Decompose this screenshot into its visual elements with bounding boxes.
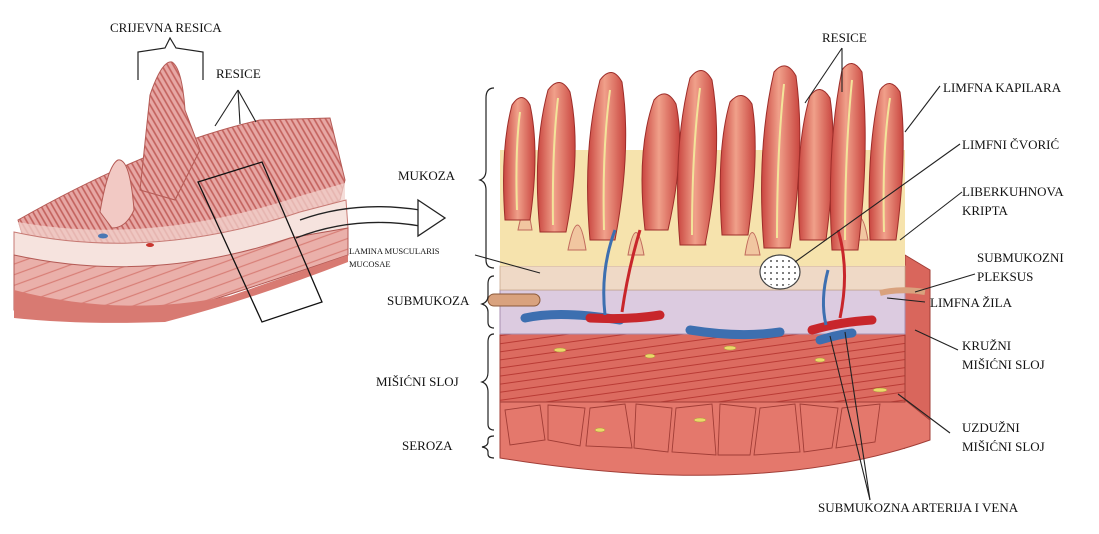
label-limfni-cvoric: LIMFNI ČVORIĆ: [962, 137, 1059, 152]
label-kruzni-line1: KRUŽNI: [962, 338, 1011, 353]
label-submukozni-line1: SUBMUKOZNI: [977, 250, 1064, 265]
label-liberkuhnova-line1: LIBERKUHNOVA: [962, 184, 1064, 199]
left-intestine-section: [14, 62, 348, 323]
label-crijevna-resica: CRIJEVNA RESICA: [110, 20, 222, 35]
label-submukoza: SUBMUKOZA: [387, 293, 470, 308]
label-liberkuhnova-line2: KRIPTA: [962, 203, 1009, 218]
label-lamina-line1: LAMINA MUSCULARIS: [349, 246, 440, 256]
wall-block: [488, 63, 930, 475]
label-limfna-zila: LIMFNA ŽILA: [930, 295, 1013, 310]
label-uzduzni-line2: MIŠIĆNI SLOJ: [962, 439, 1045, 454]
label-limfna-kapilara: LIMFNA KAPILARA: [943, 80, 1062, 95]
label-lamina-line2: MUCOSAE: [349, 259, 391, 269]
label-resice-left: RESICE: [216, 66, 261, 81]
label-seroza: SEROZA: [402, 438, 453, 453]
label-kruzni-line2: MIŠIĆNI SLOJ: [962, 357, 1045, 372]
label-mukoza: MUKOZA: [398, 168, 456, 183]
layer-braces: [480, 88, 494, 458]
label-submukozni-line2: PLEKSUS: [977, 269, 1033, 284]
label-misicni-sloj: MIŠIĆNI SLOJ: [376, 374, 459, 389]
label-resice-top: RESICE: [822, 30, 867, 45]
label-submukozna-arterija: SUBMUKOZNA ARTERIJA I VENA: [818, 500, 1019, 515]
label-uzduzni-line1: UZDUŽNI: [962, 420, 1020, 435]
